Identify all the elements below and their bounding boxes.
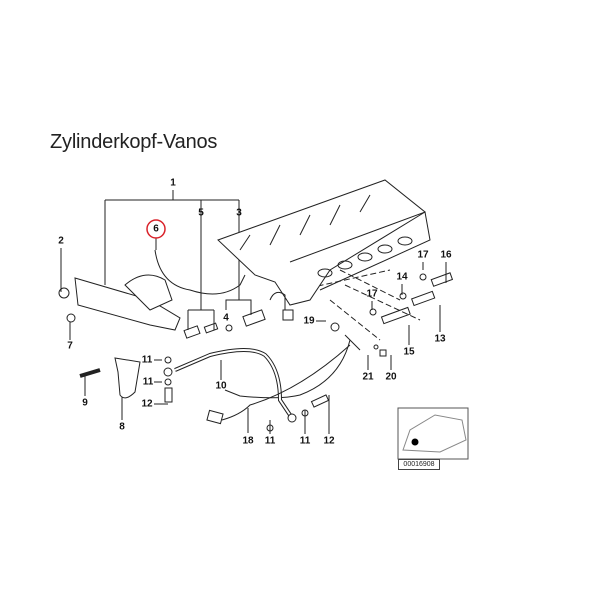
callout-9[interactable]: 9 (82, 397, 88, 409)
callout-16[interactable]: 16 (440, 249, 452, 261)
small-parts (79, 272, 454, 403)
callout-20[interactable]: 20 (385, 371, 397, 383)
callout-8[interactable]: 8 (119, 421, 125, 433)
cylinder-head (217, 179, 431, 306)
callout-2[interactable]: 2 (58, 235, 64, 247)
callout-17[interactable]: 17 (366, 288, 378, 300)
callout-12[interactable]: 12 (141, 398, 153, 410)
callout-13[interactable]: 13 (434, 333, 446, 345)
callout-14[interactable]: 14 (396, 271, 408, 283)
leader-lines (60, 190, 447, 434)
callout-18[interactable]: 18 (242, 435, 254, 447)
callout-19[interactable]: 19 (303, 315, 315, 327)
callout-11[interactable]: 11 (141, 354, 153, 366)
page-title: Zylinderkopf-Vanos (50, 131, 218, 153)
callout-10[interactable]: 10 (215, 380, 227, 392)
vehicle-location-inset (397, 407, 469, 460)
callout-3[interactable]: 3 (236, 207, 242, 219)
highlight-ring (146, 219, 166, 239)
callout-1[interactable]: 1 (170, 177, 176, 189)
callout-6-highlighted[interactable]: 6 (153, 223, 159, 235)
callout-11[interactable]: 11 (264, 435, 276, 447)
callout-7[interactable]: 7 (67, 340, 73, 352)
vanos-unit (58, 249, 246, 331)
callout-11[interactable]: 11 (299, 435, 311, 447)
callout-5[interactable]: 5 (198, 207, 204, 219)
oil-pipe (174, 344, 351, 432)
callout-15[interactable]: 15 (403, 346, 415, 358)
callout-21[interactable]: 21 (362, 371, 374, 383)
callout-17[interactable]: 17 (417, 249, 429, 261)
callout-4[interactable]: 4 (223, 312, 229, 324)
callout-11[interactable]: 11 (142, 376, 154, 388)
callout-12[interactable]: 12 (323, 435, 335, 447)
diagram-code: 00016908 (398, 459, 440, 470)
